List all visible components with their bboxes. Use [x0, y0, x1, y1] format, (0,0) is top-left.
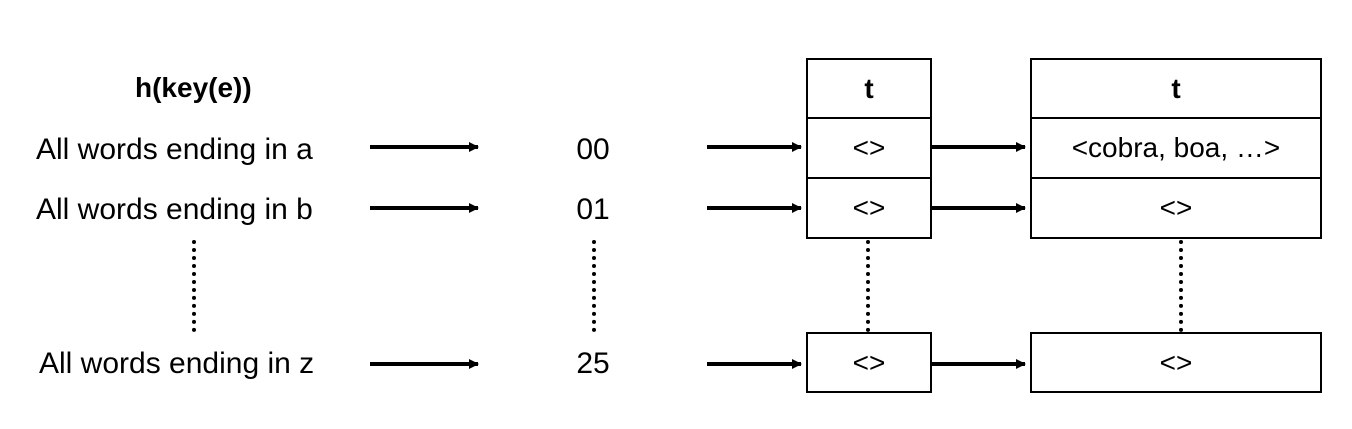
- row-a-code: 00: [576, 133, 610, 166]
- row-b-label: All words ending in b: [36, 193, 313, 226]
- table2-cell-z: <>: [1030, 332, 1322, 393]
- table2-cell-a: <cobra, boa, …>: [1030, 117, 1322, 179]
- row-z-code: 25: [576, 347, 610, 380]
- table1-ellipsis-dots: [866, 240, 870, 332]
- table1-cell-a: <>: [806, 117, 932, 179]
- codes-ellipsis-dots: [592, 240, 596, 332]
- hash-function-title: h(key(e)): [135, 72, 252, 103]
- table2-cell-b: <>: [1030, 177, 1322, 239]
- row-a-label: All words ending in a: [36, 133, 313, 166]
- row-z-label: All words ending in z: [39, 347, 315, 380]
- table1-cell-b: <>: [806, 177, 932, 239]
- labels-ellipsis-dots: [192, 240, 196, 332]
- row-b-code: 01: [576, 193, 610, 226]
- table2-ellipsis-dots: [1179, 240, 1183, 332]
- table1-cell-z: <>: [806, 332, 932, 393]
- table2-header: t: [1030, 58, 1322, 119]
